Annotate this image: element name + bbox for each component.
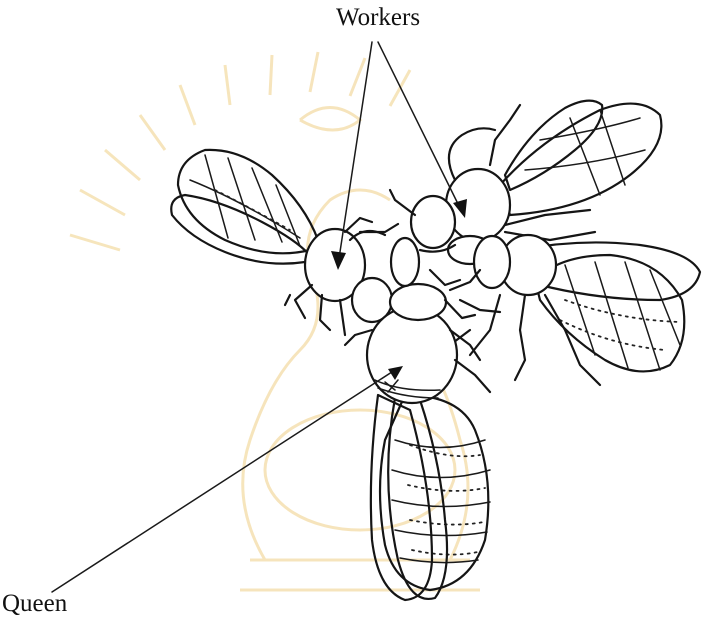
- left-worker-bee: [171, 150, 392, 335]
- workers-label: Workers: [336, 4, 420, 32]
- queen-label: Queen: [2, 590, 67, 618]
- right-worker-bee: [435, 235, 700, 385]
- queen-pointer-line: [52, 366, 403, 592]
